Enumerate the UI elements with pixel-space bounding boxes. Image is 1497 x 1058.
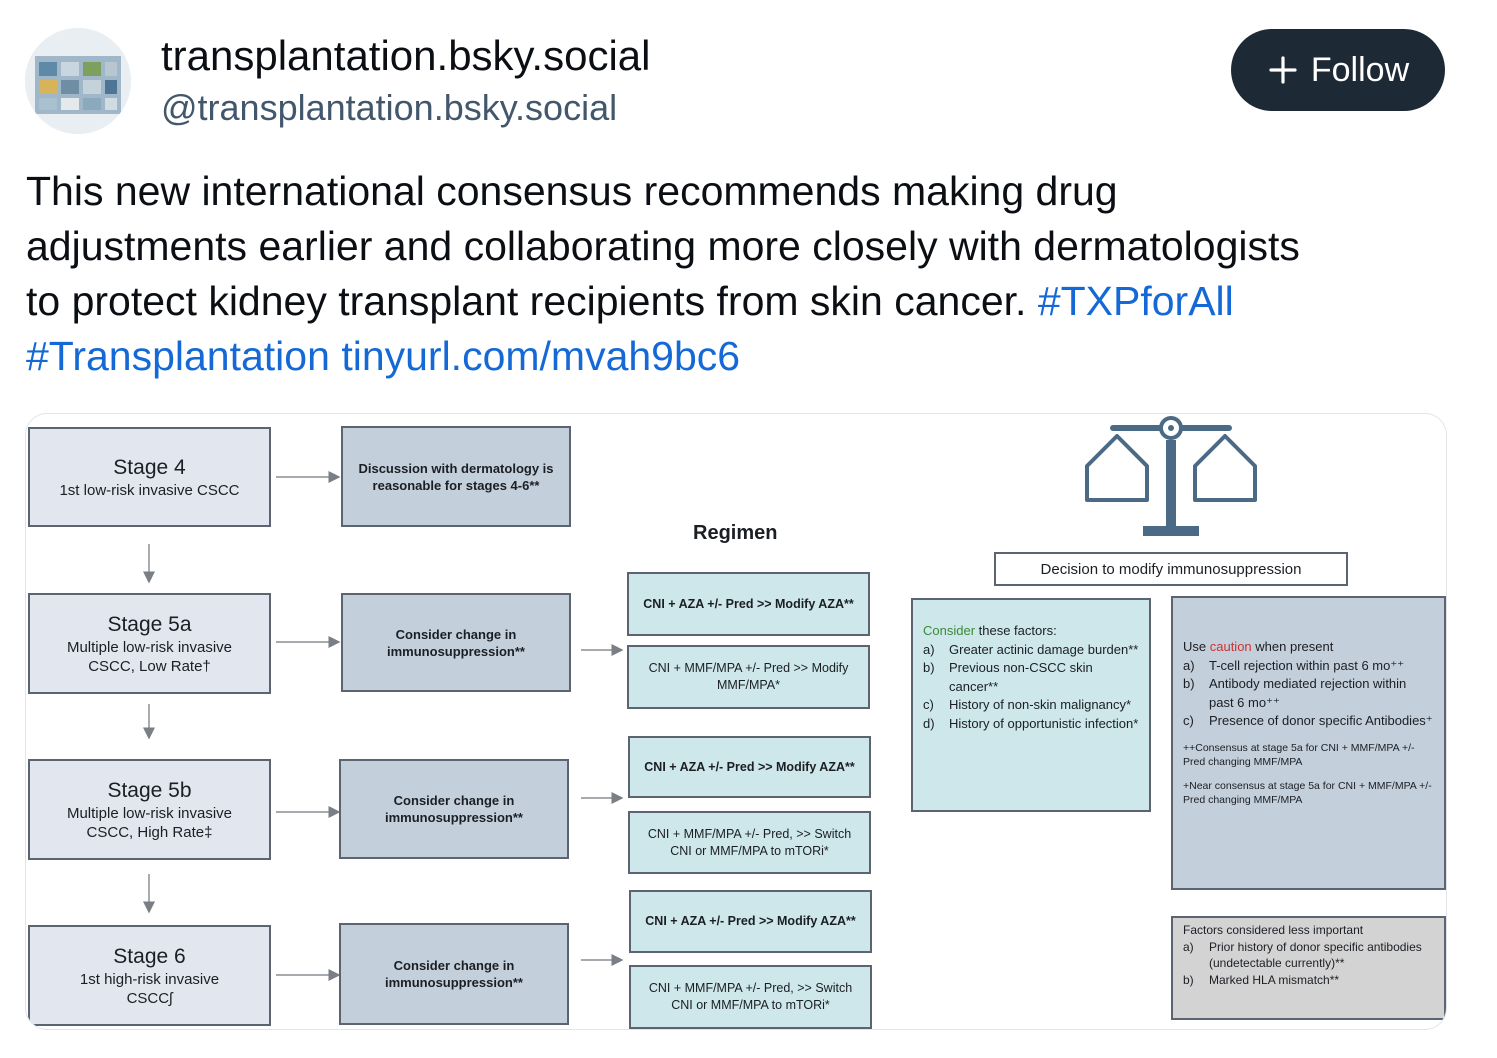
stage-subtitle: Multiple low-risk invasive CSCC, Low Rat… <box>66 638 233 675</box>
stage-subtitle: 1st low-risk invasive CSCC <box>59 481 240 499</box>
list-item: c)History of non-skin malignancy* <box>923 697 1132 712</box>
list-item: b)Previous non-CSCC skin cancer** <box>923 660 1093 694</box>
list-item: a)Greater actinic damage burden** <box>923 641 1139 657</box>
regimen-box: CNI + AZA +/- Pred >> Modify AZA** <box>627 572 870 636</box>
stage-6-box: Stage 6 1st high-risk invasive CSCCʃ <box>28 925 271 1026</box>
stage-subtitle: 1st high-risk invasive CSCCʃ <box>79 970 220 1007</box>
list-item: d)History of opportunistic infection* <box>923 715 1139 731</box>
post-text-line-1: This new international consensus recomme… <box>26 168 1118 214</box>
stage-title: Stage 6 <box>113 944 186 968</box>
regimen-box: CNI + AZA +/- Pred >> Modify AZA** <box>629 890 872 953</box>
action-text: Consider change in immunosuppression** <box>387 626 525 659</box>
action-text: Consider change in immunosuppression** <box>385 958 523 990</box>
regimen-box: CNI + MMF/MPA +/- Pred, >> Switch CNI or… <box>629 965 872 1029</box>
list-item: a)Prior history of donor specific antibo… <box>1183 939 1422 971</box>
less-important-heading: Factors considered less important <box>1183 923 1364 937</box>
display-name[interactable]: transplantation.bsky.social <box>161 32 651 79</box>
regimen-box: CNI + MMF/MPA +/- Pred >> Modify MMF/MPA… <box>627 645 870 709</box>
follow-button[interactable]: Follow <box>1231 29 1445 111</box>
plus-icon <box>1269 56 1297 84</box>
less-important-panel: Factors considered less important a)Prio… <box>1171 916 1446 1020</box>
decision-box: Decision to modify immunosuppression <box>994 552 1348 586</box>
action-box-5a: Consider change in immunosuppression** <box>341 593 571 692</box>
post-text-line-4: #Transplantation tinyurl.com/mvah9bc6 <box>26 329 1466 384</box>
hashtag-txpforall[interactable]: #TXPforAll <box>1037 278 1234 324</box>
flow-arrows <box>143 471 624 981</box>
stage-5a-box: Stage 5a Multiple low-risk invasive CSCC… <box>28 593 271 694</box>
regimen-box: CNI + AZA +/- Pred >> Modify AZA** <box>628 736 871 798</box>
post-text-line-2: adjustments earlier and collaborating mo… <box>26 223 1300 269</box>
stage-title: Stage 4 <box>113 455 186 479</box>
consider-factors-panel: Consider these factors: a)Greater actini… <box>911 598 1151 812</box>
handle[interactable]: @transplantation.bsky.social <box>161 87 618 128</box>
action-text: Consider change in immunosuppression** <box>385 793 523 825</box>
consider-heading: Consider these factors: <box>923 623 1057 638</box>
list-item: b)Marked HLA mismatch** <box>1183 972 1340 987</box>
action-box-6: Consider change in immunosuppression** <box>339 923 569 1025</box>
hashtag-transplantation[interactable]: #Transplantation <box>26 333 330 379</box>
caution-list: a)T-cell rejection within past 6 mo⁺⁺ b)… <box>1183 657 1434 731</box>
regimen-box: CNI + MMF/MPA +/- Pred, >> Switch CNI or… <box>628 811 871 874</box>
list-item: c)Presence of donor specific Antibodies⁺ <box>1183 713 1433 728</box>
stage-title: Stage 5a <box>107 612 192 636</box>
post-text-line-3: to protect kidney transplant recipients … <box>26 278 1234 324</box>
list-item: b)Antibody mediated rejection within pas… <box>1183 676 1407 710</box>
action-text: Discussion with dermatology is reasonabl… <box>358 460 554 493</box>
stage-subtitle: Multiple low-risk invasive CSCC, High Ra… <box>66 804 233 841</box>
caution-panel: Use caution when present a)T-cell reject… <box>1171 596 1446 890</box>
list-item: a)T-cell rejection within past 6 mo⁺⁺ <box>1183 657 1405 673</box>
stage-5b-box: Stage 5b Multiple low-risk invasive CSCC… <box>28 759 271 860</box>
stage-title: Stage 5b <box>107 778 192 802</box>
avatar-image <box>25 28 131 134</box>
avatar[interactable] <box>25 28 131 134</box>
action-box-dermatology: Discussion with dermatology is reasonabl… <box>341 426 571 527</box>
follow-label: Follow <box>1310 50 1410 89</box>
caution-heading: Use caution when present <box>1183 639 1334 654</box>
post-image[interactable]: Stage 4 1st low-risk invasive CSCC Stage… <box>25 413 1447 1030</box>
consider-list: a)Greater actinic damage burden** b)Prev… <box>923 641 1139 734</box>
less-important-list: a)Prior history of donor specific antibo… <box>1183 939 1434 989</box>
caution-note-2: +Near consensus at stage 5a for CNI + MM… <box>1183 779 1432 806</box>
post-text: This new international consensus recomme… <box>26 164 1466 384</box>
stage-4-box: Stage 4 1st low-risk invasive CSCC <box>28 427 271 527</box>
action-box-5b: Consider change in immunosuppression** <box>339 759 569 859</box>
caution-note-1: ++Consensus at stage 5a for CNI + MMF/MP… <box>1183 741 1415 768</box>
balance-scale-icon <box>1085 416 1257 536</box>
post-link[interactable]: tinyurl.com/mvah9bc6 <box>341 333 741 379</box>
regimen-title: Regimen <box>693 522 778 544</box>
